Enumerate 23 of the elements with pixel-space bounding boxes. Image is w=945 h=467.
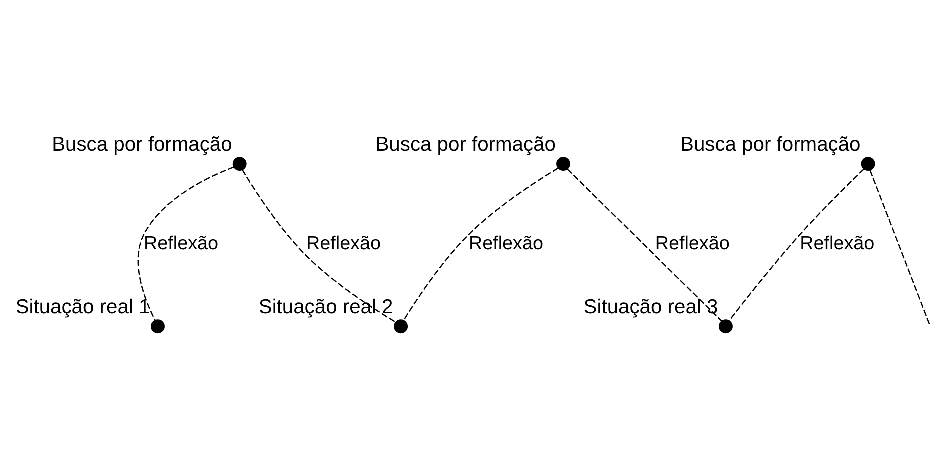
connector [138, 166, 234, 320]
edge-label: Reflexão [306, 233, 382, 254]
connector [242, 169, 396, 322]
node-circle [232, 156, 247, 171]
edge-label: Reflexão [144, 233, 219, 254]
node-circle [861, 156, 876, 171]
connector [870, 170, 931, 325]
connector [403, 167, 559, 321]
node-label: Busca por formação [680, 134, 861, 156]
node-circle [719, 319, 733, 334]
node-label: Situação real 3 [584, 296, 718, 318]
connector [728, 168, 865, 321]
node-circle [394, 319, 408, 334]
node-circle [151, 319, 165, 334]
edge-label: Reflexão [468, 233, 544, 254]
node-label: Busca por formação [376, 134, 556, 156]
edge-label: Reflexão [800, 233, 875, 254]
node-label: Busca por formação [52, 134, 232, 156]
node-circle [556, 156, 570, 171]
edge-label: Reflexão [655, 233, 730, 254]
connector [567, 168, 723, 322]
node-label: Situação real 2 [258, 296, 394, 318]
node-label: Situação real 1 [16, 296, 150, 318]
